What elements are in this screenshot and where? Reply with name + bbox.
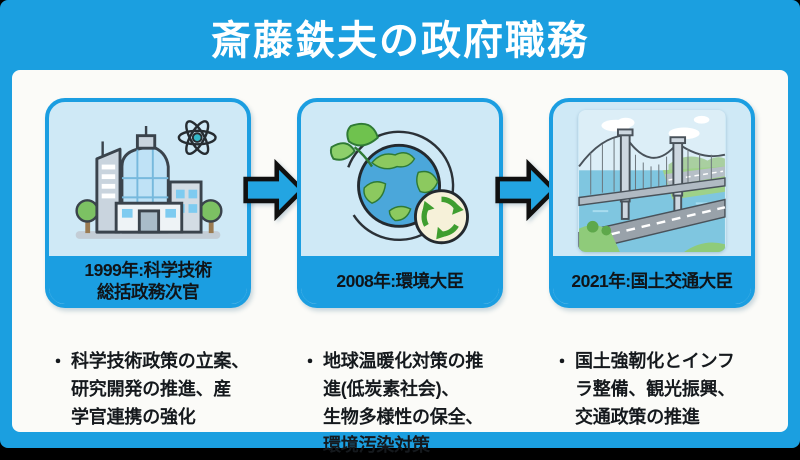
page-title: 斎藤鉄夫の政府職務 (211, 19, 589, 63)
leaf-icon (329, 122, 379, 168)
earth-icon (329, 122, 469, 255)
bullet-text: 地球温暖化対策の推 進(低炭素社会)、 生物多様性の保全、 環境汚染対策 (323, 351, 484, 455)
timeline-card-2008: 2008年:環境大臣 ・ 地球温暖化対策の推 進(低炭素社会)、 生物多様性の保… (297, 98, 503, 455)
card-science: 1999年:科学技術 総括政務次官 (45, 98, 251, 308)
right-arrow-icon (495, 158, 558, 222)
card-environment: 2008年:環境大臣 (297, 98, 503, 308)
year-label-1999: 1999年:科学技術 総括政務次官 (49, 256, 247, 304)
recycle-icon (415, 189, 469, 245)
bullet-marker: ・ (553, 352, 571, 372)
bullet-marker: ・ (301, 352, 319, 372)
card-transport: 2021年:国土交通大臣 (549, 98, 755, 308)
content-panel: 1999年:科学技術 総括政務次官 ・ 科学技術政策の立案、 研究開発の推進、産… (12, 70, 788, 455)
card-1999-details: ・ 科学技術政策の立案、 研究開発の推進、産 学官連携の強化 (45, 348, 269, 432)
building-atom-illustration (49, 102, 247, 260)
card-2008-details: ・ 地球温暖化対策の推 進(低炭素社会)、 生物多様性の保全、 環境汚染対策 (297, 348, 521, 460)
atom-icon (177, 120, 217, 156)
year-label-2008: 2008年:環境大臣 (301, 256, 499, 304)
card-2021-details: ・ 国土強靭化とインフ ラ整備、観光振興、 交通政策の推進 (549, 348, 773, 432)
timeline-card-2021: 2021年:国土交通大臣 ・ 国土強靭化とインフ ラ整備、観光振興、 交通政策の… (549, 98, 755, 427)
bullet-text: 国土強靭化とインフ ラ整備、観光振興、 交通政策の推進 (575, 351, 736, 427)
suspension-bridge-icon (578, 110, 726, 252)
bullet-marker: ・ (49, 352, 67, 372)
bridge-illustration (553, 102, 751, 260)
right-arrow-icon (243, 158, 306, 222)
bullet-text: 科学技術政策の立案、 研究開発の推進、産 学官連携の強化 (71, 351, 249, 427)
earth-recycle-illustration (301, 102, 499, 260)
year-label-2021: 2021年:国土交通大臣 (553, 256, 751, 304)
government-building-icon (75, 120, 223, 239)
timeline-card-1999: 1999年:科学技術 総括政務次官 ・ 科学技術政策の立案、 研究開発の推進、産… (45, 98, 251, 427)
bridge-photo (578, 110, 726, 252)
